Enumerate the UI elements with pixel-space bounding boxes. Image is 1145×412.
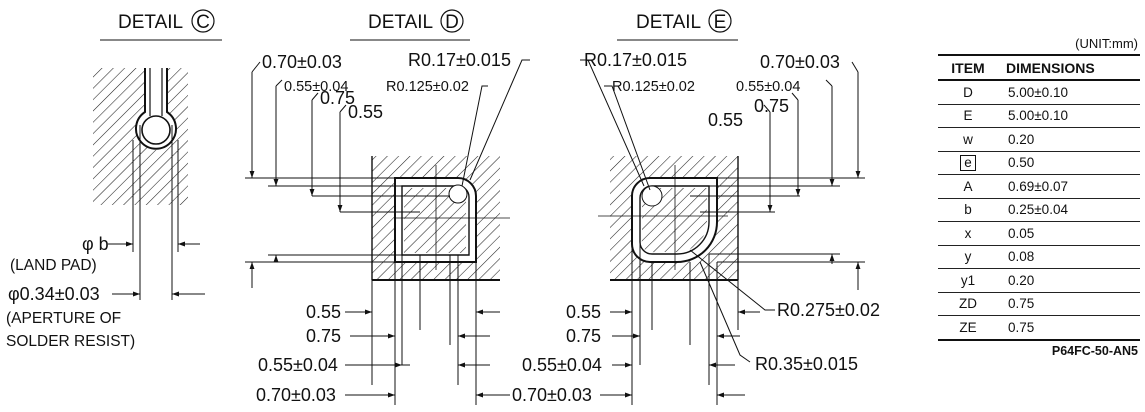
detail-e-dim-070-bot: 0.70±0.03 (512, 385, 592, 405)
detail-d-r017: R0.17±0.015 (408, 50, 511, 70)
row-item: y (938, 245, 998, 269)
detail-d-dim-075-top: 0.75 (320, 88, 355, 108)
boxed-item-symbol: e (960, 154, 976, 171)
detail-e-title: DETAIL E (617, 9, 738, 41)
package-code: P64FC-50-AN5 (1051, 343, 1138, 358)
detail-c-land-pad: (LAND PAD) (10, 257, 97, 274)
row-item: ZE (938, 315, 998, 341)
detail-d: DETAIL D (245, 9, 530, 405)
detail-c-aperture-line2: SOLDER RESIST) (6, 333, 135, 350)
detail-c-title-text: DETAIL (118, 12, 183, 33)
detail-c-phi-b: φ b (82, 234, 109, 254)
detail-e-letter: E (714, 12, 727, 33)
detail-c-dimensions (108, 125, 205, 300)
detail-d-title-text: DETAIL (368, 12, 433, 33)
row-item: b (938, 198, 998, 222)
detail-d-dim-055-04-top: 0.55±0.04 (284, 79, 348, 95)
row-item-boxed: e (938, 151, 998, 175)
detail-e-dim-070-top: 0.70±0.03 (760, 52, 840, 72)
detail-d-shape (371, 156, 510, 281)
row-item: D (938, 80, 998, 105)
row-item: x (938, 221, 998, 246)
row-item: A (938, 174, 998, 199)
detail-d-title: DETAIL D (350, 9, 470, 41)
detail-d-dim-070-bot: 0.70±0.03 (256, 385, 336, 405)
header-item: ITEM (938, 54, 998, 81)
detail-c-title: DETAIL C (100, 9, 222, 41)
detail-e-dim-055-top: 0.55 (708, 110, 743, 130)
detail-e-dim-075-top: 0.75 (754, 96, 789, 116)
row-item: y1 (938, 268, 998, 293)
table-header-row: ITEM DIMENSIONS (938, 54, 1140, 81)
table-row: e 0.50 (938, 151, 1140, 175)
row-value: 0.69±0.07 (998, 174, 1140, 199)
detail-d-dimensions (245, 59, 530, 405)
detail-e-dim-055-bot: 0.55 (566, 302, 601, 322)
detail-e-r0125: R0.125±0.02 (612, 79, 695, 95)
detail-d-dim-070-top: 0.70±0.03 (262, 52, 342, 72)
row-value: 5.00±0.10 (998, 104, 1140, 128)
detail-e-r0275: R0.275±0.02 (777, 300, 880, 320)
row-value: 0.75 (998, 292, 1140, 316)
detail-c-aperture-dim: φ0.34±0.03 (8, 284, 100, 304)
detail-c: DETAIL C φ b (LAND PAD) φ0.34±0.03 (6, 9, 222, 350)
detail-e-dim-055-04-top: 0.55±0.04 (736, 79, 800, 95)
row-value: 0.25±0.04 (998, 198, 1140, 222)
detail-e-r035: R0.35±0.015 (755, 354, 858, 374)
detail-d-dim-055-top: 0.55 (348, 102, 383, 122)
row-item: E (938, 104, 998, 128)
land-pattern-drawing: DETAIL C φ b (LAND PAD) φ0.34±0.03 (6, 9, 880, 405)
detail-c-letter: C (196, 12, 210, 33)
row-value: 0.20 (998, 127, 1140, 152)
detail-e-r017: R0.17±0.015 (584, 50, 687, 70)
row-value: 5.00±0.10 (998, 80, 1140, 105)
header-dimensions: DIMENSIONS (998, 54, 1140, 81)
detail-e-dim-075-bot: 0.75 (566, 326, 601, 346)
row-value: 0.20 (998, 268, 1140, 293)
detail-c-aperture-line1: (APERTURE OF (6, 310, 121, 327)
detail-d-dim-055-bot: 0.55 (306, 302, 341, 322)
row-item: w (938, 127, 998, 152)
detail-e-dimensions (580, 59, 865, 405)
row-value: 0.05 (998, 221, 1140, 246)
detail-d-dim-055-04-bot: 0.55±0.04 (258, 355, 338, 375)
detail-e: DETAIL E (512, 9, 880, 405)
detail-d-dim-075-bot: 0.75 (306, 326, 341, 346)
detail-e-dim-055-04-bot: 0.55±0.04 (522, 355, 602, 375)
row-value: 0.50 (998, 151, 1140, 175)
row-item: ZD (938, 292, 998, 316)
row-value: 0.75 (998, 315, 1140, 341)
row-value: 0.08 (998, 245, 1140, 269)
detail-d-letter: D (445, 12, 459, 33)
unit-label: (UNIT:mm) (1075, 36, 1138, 51)
detail-e-shape (598, 156, 739, 281)
detail-e-title-text: DETAIL (636, 12, 701, 33)
detail-d-r0125: R0.125±0.02 (386, 79, 469, 95)
